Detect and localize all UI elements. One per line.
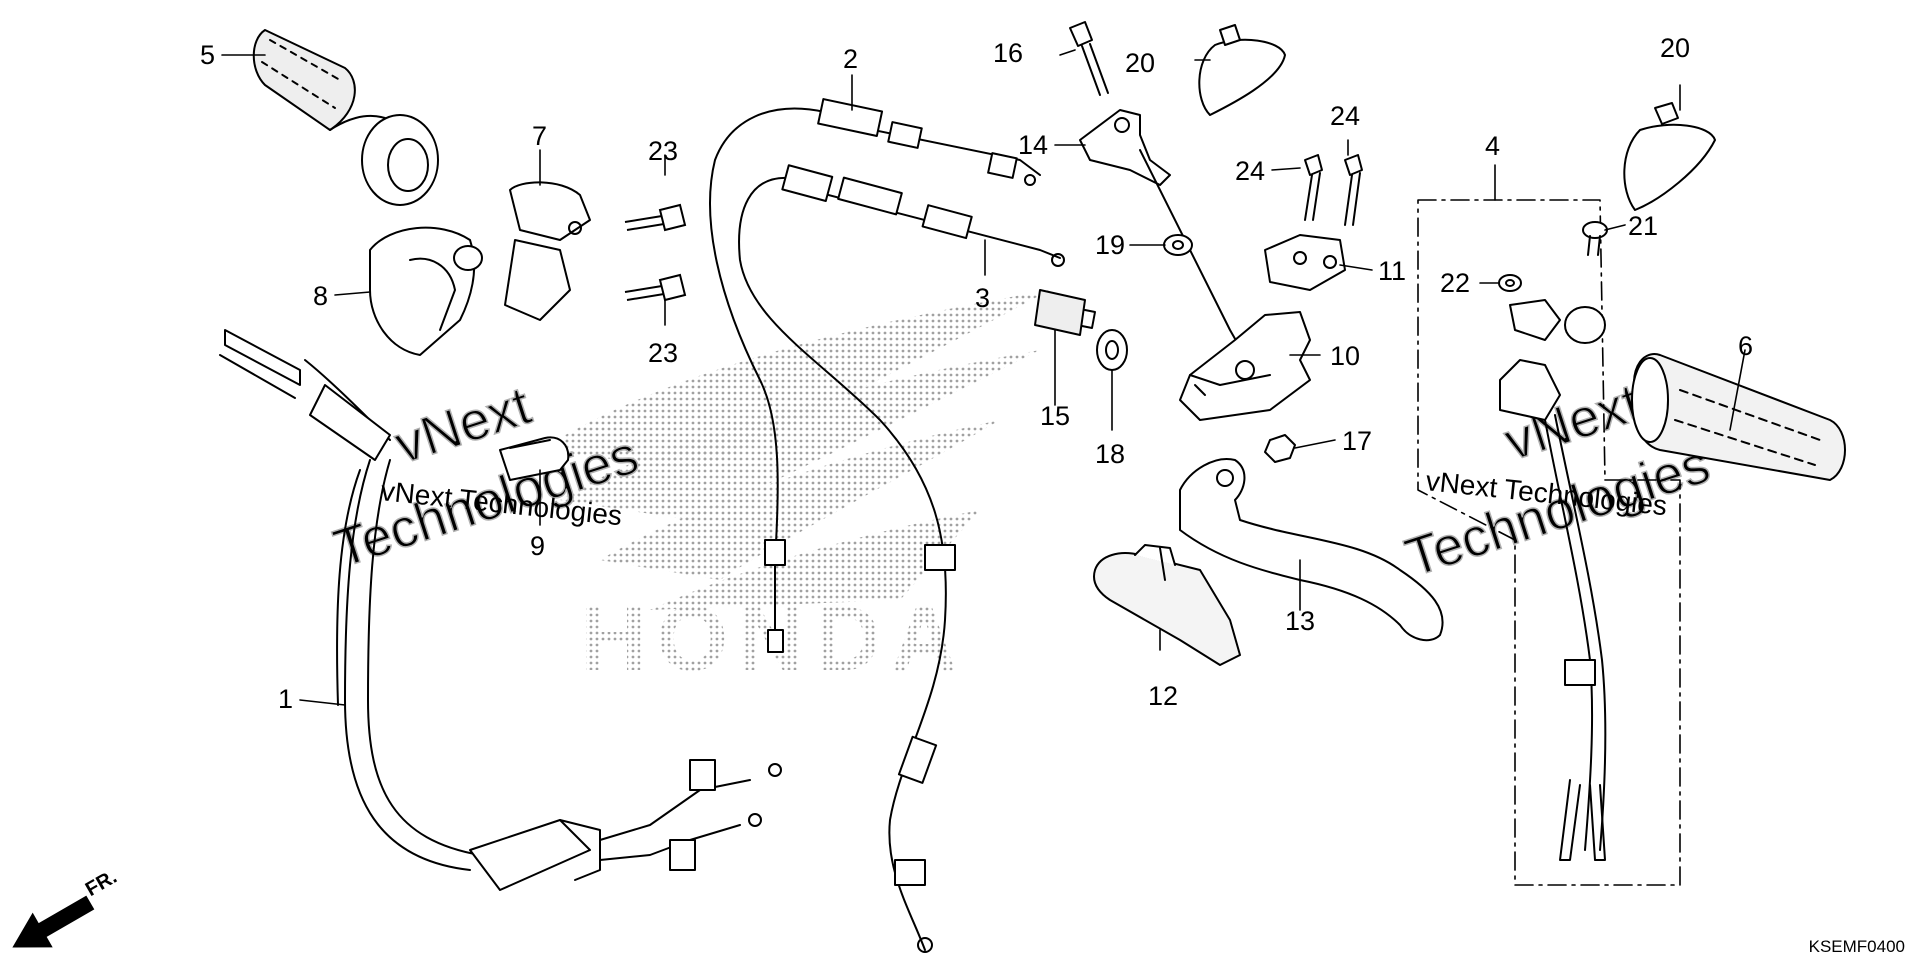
throttle-housing-upper [504,181,591,321]
callout-7: 7 [532,121,547,151]
clutch-cable-lower-part [738,164,1065,953]
callout-4: 4 [1485,131,1500,161]
callout-8: 8 [313,281,328,311]
engine-stop-switch-part [1499,299,1607,861]
watermark-left: vNext Technologies [326,375,646,580]
callout-3: 3 [975,283,990,313]
callout-2: 2 [843,44,858,74]
clutch-lever-holder-part [1179,311,1311,421]
left-grip-part [1631,353,1846,481]
cable-clip-part [499,436,570,481]
screw-23-lower-part [624,273,687,302]
callout-11: 11 [1378,256,1406,286]
clutch-cable-upper-part [709,98,1041,653]
honda-wing-logo: HONDA [540,290,1050,690]
callout-18: 18 [1095,439,1125,469]
throttle-housing-lower [369,226,483,356]
throttle-grip-part [252,29,439,206]
bolt-24-right-part [1344,154,1363,226]
callout-16: 16 [993,38,1023,68]
callout-21: 21 [1628,211,1658,241]
callout-13: 13 [1285,606,1315,636]
bolt-16-part [1069,21,1109,96]
front-arrow-label: FR. [82,866,121,901]
bolt-24-left-part [1304,154,1323,221]
callout-24-top: 24 [1330,101,1360,131]
callout-9: 9 [530,531,545,561]
lever-holder-clamp-part [1264,234,1346,291]
callout-20-right: 20 [1660,33,1690,63]
callout-17: 17 [1342,426,1372,456]
callout-20-top: 20 [1125,48,1155,78]
callout-6: 6 [1738,331,1753,361]
cable-band-top-part [1198,24,1286,116]
diagram-code: KSEMF0400 [1809,937,1905,956]
callout-1: 1 [278,684,293,714]
callout-19: 19 [1095,230,1125,260]
callout-22: 22 [1440,268,1470,298]
callout-5: 5 [200,40,215,70]
leader-lines [221,49,1746,706]
callout-14: 14 [1018,130,1048,160]
nut-17-part [1264,434,1296,463]
cable-adjuster-part [1034,289,1096,336]
washer-19-part [1163,234,1193,256]
callout-numbers: 5 7 23 2 16 20 14 24 24 20 4 21 22 19 11… [200,33,1753,714]
callout-23-top: 23 [648,136,678,166]
callout-15: 15 [1040,401,1070,431]
callout-23-bottom: 23 [648,338,678,368]
washer-22-part [1498,274,1522,292]
cable-band-right-part [1623,102,1716,211]
screw-23-upper-part [624,203,687,232]
assembly-4-outline [1417,199,1681,886]
callout-12: 12 [1148,681,1178,711]
front-direction-arrow: FR. [12,866,121,948]
adjuster-spring-part [1096,329,1128,371]
throttle-cable-part [219,329,782,891]
callout-10: 10 [1330,341,1360,371]
callout-24-left: 24 [1235,156,1265,186]
screw-21-part [1582,221,1608,256]
hot-start-lever-part [1092,544,1241,666]
